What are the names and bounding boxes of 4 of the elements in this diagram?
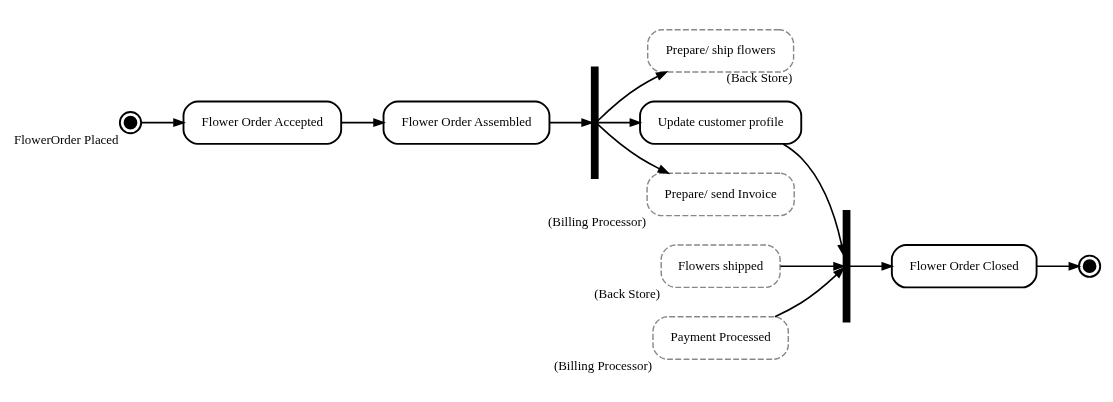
node-label: FlowerOrder Placed — [14, 131, 119, 147]
node-label: (Billing Processor) — [548, 213, 647, 229]
node-label: (Billing Processor) — [553, 357, 653, 373]
node-label: (Back Store) — [594, 285, 660, 301]
